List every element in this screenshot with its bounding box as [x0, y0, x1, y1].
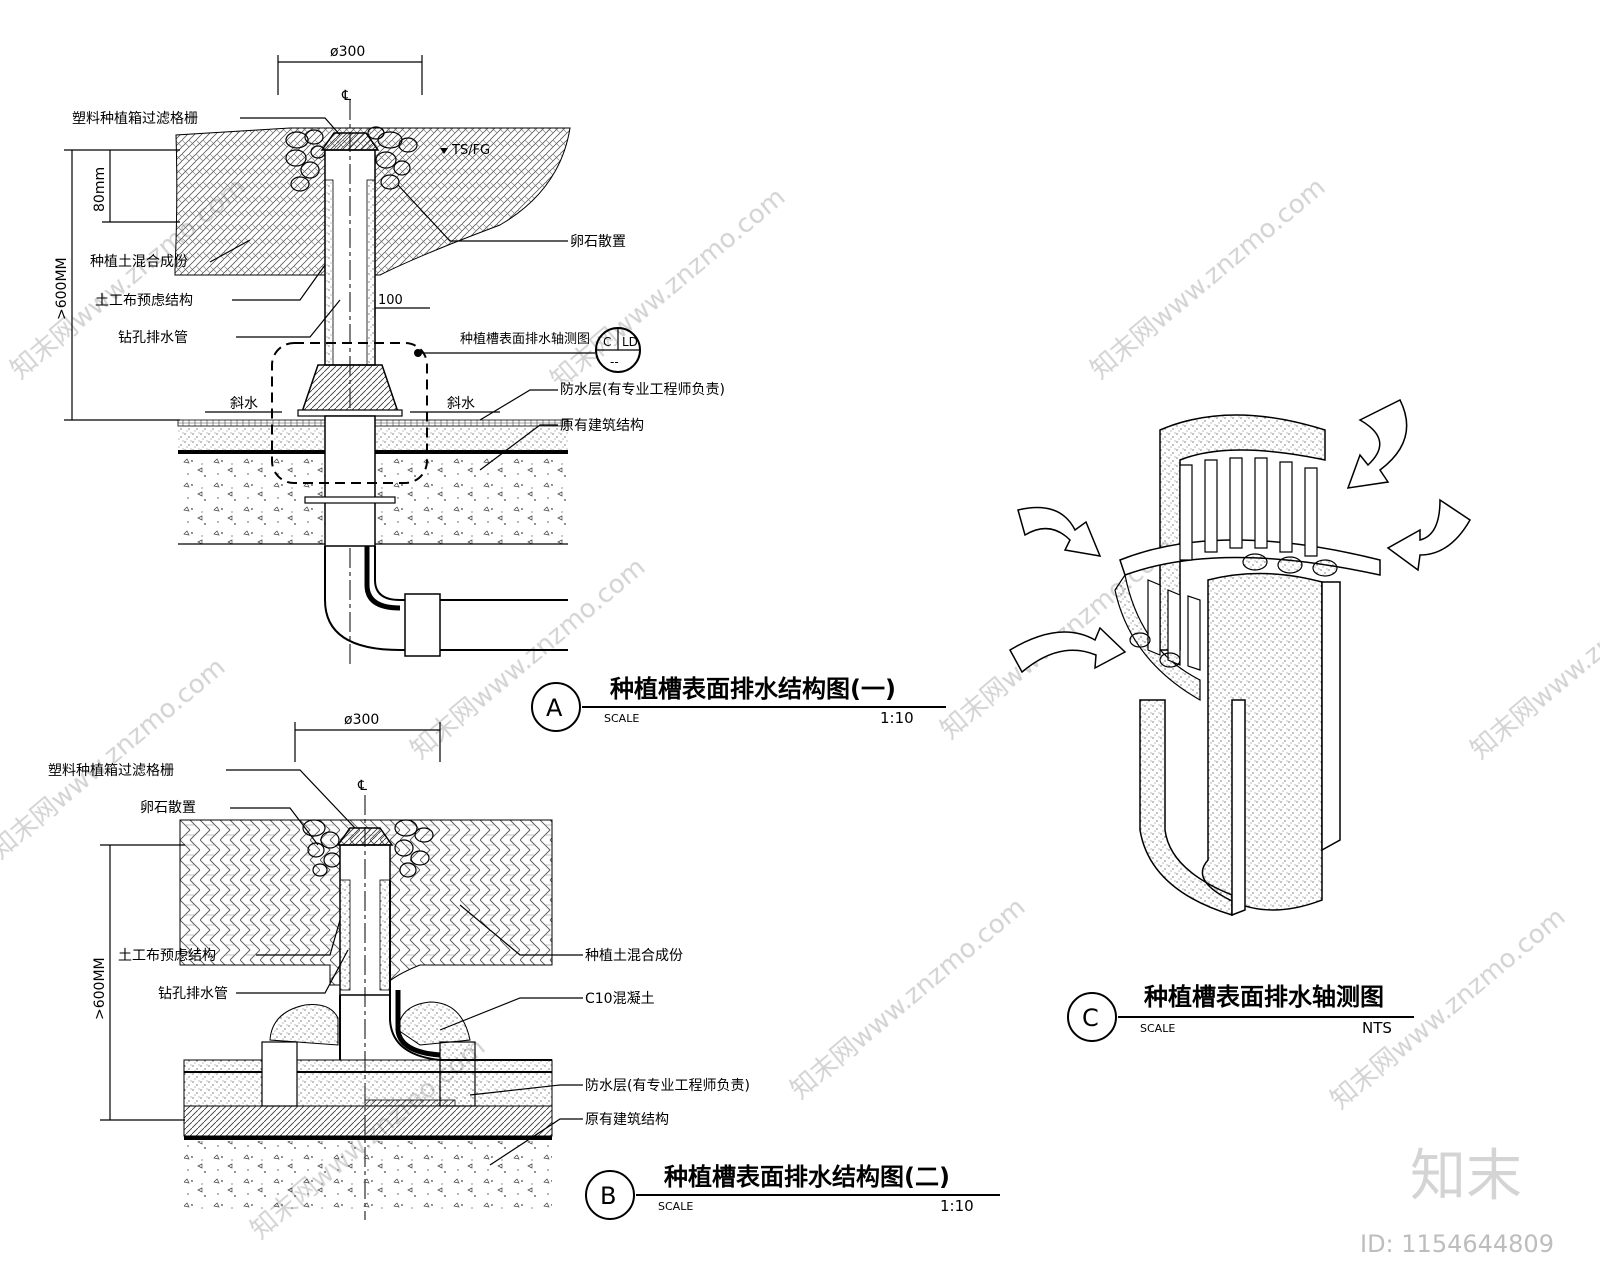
flow-arrow-3: [1017, 506, 1102, 557]
dim-top-a: ø300: [330, 44, 365, 60]
label-geotextile-a: 土工布预虑结构: [95, 293, 193, 309]
label-existing-b: 原有建筑结构: [585, 1112, 669, 1128]
dim-offset-a: 100: [378, 293, 403, 308]
title-letter-b: B: [600, 1182, 616, 1210]
title-bubble-c: [1067, 992, 1117, 1042]
label-slope-left-a: 斜水: [230, 396, 258, 412]
label-grille-b: 塑料种植箱过滤格栅: [48, 763, 174, 779]
label-waterproof-a: 防水层(有专业工程师负责): [560, 382, 725, 398]
label-existing-a: 原有建筑结构: [560, 418, 644, 434]
scale-value-a: 1:10: [880, 709, 914, 727]
flow-arrow-2: [1386, 498, 1471, 572]
dim-total-b: >600MM: [92, 957, 108, 1020]
title-c: 种植槽表面排水轴测图: [1144, 983, 1384, 1011]
scale-value-b: 1:10: [940, 1197, 974, 1215]
label-cobble-a: 卵石散置: [570, 234, 626, 250]
iso-pipe-inner: [1201, 572, 1323, 911]
id-label: ID: 1154644809: [1360, 1230, 1554, 1258]
grille-bell-a: [300, 364, 400, 413]
detail-c-isometric: C 种植槽表面排水轴测图 SCALE NTS: [1008, 398, 1471, 1042]
label-geotextile-b: 土工布预虑结构: [118, 948, 216, 964]
label-grille-a: 塑料种植箱过滤格栅: [72, 111, 198, 127]
title-bubble-b: [585, 1170, 635, 1220]
watermark-text: 知末网www.znzmo.com: [545, 182, 791, 395]
logo-watermark: 知末: [1410, 1144, 1522, 1209]
scale-value-c: NTS: [1362, 1019, 1392, 1037]
iso-slots: [1147, 457, 1318, 671]
label-ref-note-a: 种植槽表面排水轴测图: [460, 332, 590, 347]
ref-bubble-tl: C: [603, 335, 611, 349]
dim-total-a: >600MM: [54, 257, 70, 320]
label-cobble-b: 卵石散置: [140, 800, 196, 816]
ref-bubble-tr: LD: [622, 335, 638, 349]
label-pipe-a: 钻孔排水管: [118, 330, 188, 346]
title-a: 种植槽表面排水结构图(一): [610, 675, 896, 703]
concrete-blob-right: [397, 1001, 471, 1046]
label-soil-b: 种植土混合成份: [585, 948, 683, 964]
centerline-b: ℄: [357, 778, 367, 794]
watermark-text: 知末网www.znzmo.com: [405, 552, 651, 765]
label-pipe-b: 钻孔排水管: [158, 986, 228, 1002]
flow-arrow-4: [1008, 626, 1127, 674]
scale-label-c: SCALE: [1140, 1022, 1175, 1035]
dim-top-b: ø300: [344, 712, 379, 728]
watermark-text: 知末网www.znzmo.com: [785, 892, 1031, 1105]
ref-bubble-b: --: [610, 355, 619, 369]
centerline-a: ℄: [341, 88, 351, 104]
label-waterproof-b: 防水层(有专业工程师负责): [585, 1078, 750, 1094]
dim-depth-a: 80mm: [92, 167, 108, 212]
iso-holes: [1129, 553, 1338, 668]
detail-b: ø300 ℄ >: [48, 712, 1000, 1220]
cobbles-a: [285, 126, 418, 192]
existing-structure-b: [184, 1141, 552, 1211]
title-b: 种植槽表面排水结构图(二): [664, 1163, 950, 1191]
level-tag-a: TS/FG: [451, 143, 490, 158]
detail-a: ø300 ℄: [54, 44, 946, 732]
scale-label-a: SCALE: [604, 712, 639, 725]
label-concrete-b: C10混凝土: [585, 991, 655, 1007]
title-letter-a: A: [546, 694, 563, 722]
scale-label-b: SCALE: [658, 1200, 693, 1213]
label-soil-a: 种植土混合成份: [90, 254, 188, 270]
watermark-text: 知末网www.znzmo.com: [1465, 552, 1600, 765]
concrete-blob-left: [269, 1004, 339, 1046]
watermark-text: 知末网www.znzmo.com: [1085, 172, 1331, 385]
title-letter-c: C: [1082, 1004, 1099, 1032]
flow-arrow-1: [1346, 398, 1408, 489]
label-slope-right-a: 斜水: [447, 396, 475, 412]
title-bubble-a: [531, 682, 581, 732]
